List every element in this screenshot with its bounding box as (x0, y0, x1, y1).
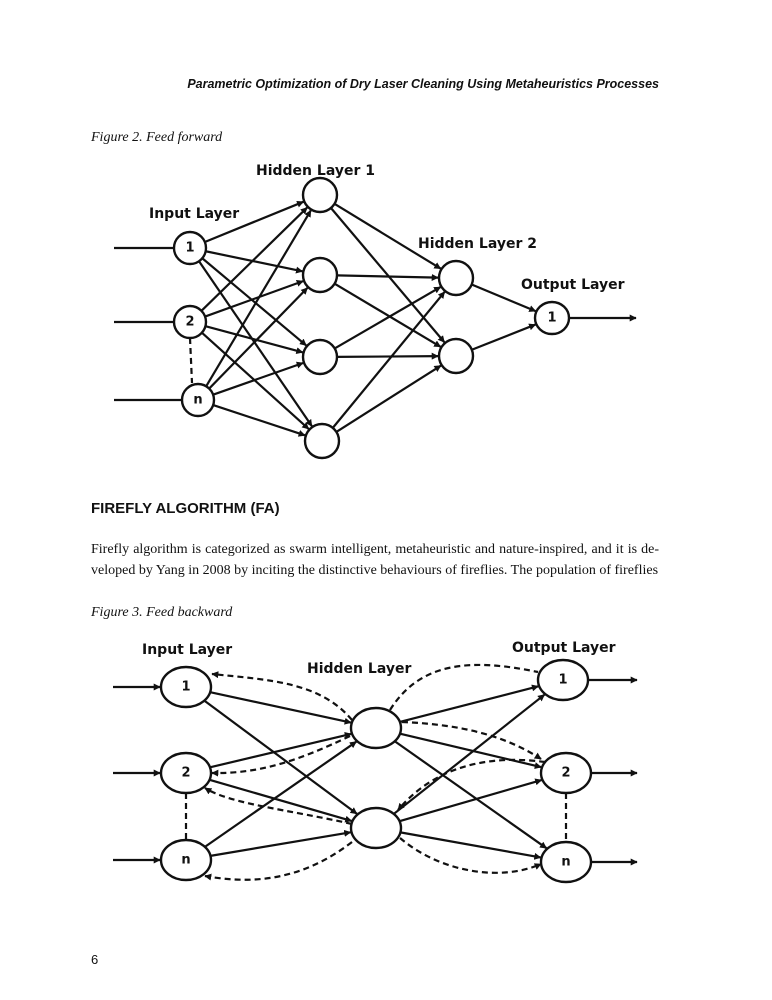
input-layer-label: Input Layer (149, 206, 239, 222)
feed-backward-connections (113, 663, 638, 881)
connection (331, 291, 446, 429)
connection (334, 282, 442, 348)
connection (394, 740, 548, 850)
section-heading: FIREFLY ALGORITHM (FA) (91, 500, 280, 517)
feed-backward-diagram: 1 2 n 1 2 n Input Layer Hidden Layer Output L… (113, 640, 638, 884)
feed-forward-connections (114, 200, 637, 437)
figure-3-caption: Figure 3. Feed backward (91, 605, 233, 620)
connection (205, 325, 304, 355)
output-node (536, 658, 590, 702)
connection (204, 740, 357, 848)
connection (336, 352, 439, 360)
hidden-layer-label: Hidden Layer (307, 661, 411, 677)
output-node (533, 300, 571, 336)
connection (471, 283, 537, 313)
connection (393, 693, 546, 815)
feedback-path (401, 720, 542, 760)
connection (336, 273, 439, 281)
connection (209, 731, 352, 769)
input-node (172, 230, 208, 266)
input-layer-label: Input Layer (142, 642, 232, 658)
output-node (539, 840, 593, 884)
feedback-path (211, 735, 351, 777)
connection (204, 279, 304, 318)
input-node (159, 665, 213, 709)
hidden-layer-2-label: Hidden Layer 2 (418, 236, 537, 252)
hidden-node (301, 256, 339, 294)
hidden-node (437, 337, 475, 375)
connection (200, 206, 308, 312)
feed-forward-diagram: 1 2 n 1 Input Layer Hidden Layer 1 Hidden L… (114, 163, 637, 460)
connection (399, 732, 542, 770)
connection (201, 257, 307, 347)
hidden-node (349, 706, 403, 750)
feed-backward-nodes: 1 2 n 1 2 n (159, 658, 593, 884)
connection (209, 778, 353, 823)
input-node (159, 838, 213, 882)
connection (203, 699, 358, 815)
input-node-label: 1 (181, 680, 190, 695)
feedback-path (399, 837, 542, 874)
feedback-path (211, 671, 353, 721)
input-node (159, 751, 213, 795)
output-node-label: 1 (558, 673, 567, 688)
connection (198, 260, 313, 427)
feedback-path (204, 787, 353, 826)
feedback-path (204, 841, 353, 881)
hidden-node (301, 338, 339, 376)
input-node-label: 1 (185, 241, 194, 256)
connection (209, 691, 352, 725)
connection (333, 202, 442, 270)
figure-2-caption: Figure 2. Feed forward (91, 130, 223, 145)
hidden-node (437, 259, 475, 297)
input-node-label: 2 (185, 315, 194, 330)
output-node (539, 751, 593, 795)
output-node-label: 2 (561, 766, 570, 781)
connection (205, 209, 312, 387)
connection (330, 207, 446, 343)
feed-forward-nodes: 1 2 n 1 (172, 176, 571, 460)
connection (212, 403, 306, 437)
feedback-path (397, 758, 546, 811)
input-node-label: n (181, 853, 190, 868)
input-node-label: 2 (181, 766, 190, 781)
connection (400, 831, 542, 860)
hidden-node (303, 422, 341, 460)
hidden-layer-1-label: Hidden Layer 1 (256, 163, 375, 179)
input-node-label: n (193, 393, 202, 408)
connection (205, 250, 304, 274)
connection (471, 323, 537, 351)
page-number: 6 (91, 952, 99, 967)
hidden-node (349, 806, 403, 850)
connection (335, 364, 442, 433)
feedback-path (389, 663, 539, 711)
output-layer-label: Output Layer (521, 277, 625, 293)
output-layer-label: Output Layer (512, 640, 616, 656)
connection (204, 200, 304, 243)
ellipsis-connector (188, 337, 194, 384)
input-node (180, 382, 216, 418)
connection (334, 286, 442, 350)
hidden-node (301, 176, 339, 214)
connection (399, 778, 543, 823)
running-header: Parametric Optimization of Dry Laser Cle… (187, 77, 659, 91)
connection (399, 684, 539, 723)
body-paragraph: Firefly algorithm is categorized as swar… (91, 542, 659, 578)
input-node (172, 304, 208, 340)
connection (208, 287, 309, 390)
connection (212, 361, 304, 396)
connection (210, 829, 352, 857)
output-node-label: n (561, 855, 570, 870)
output-node-label: 1 (547, 311, 556, 326)
